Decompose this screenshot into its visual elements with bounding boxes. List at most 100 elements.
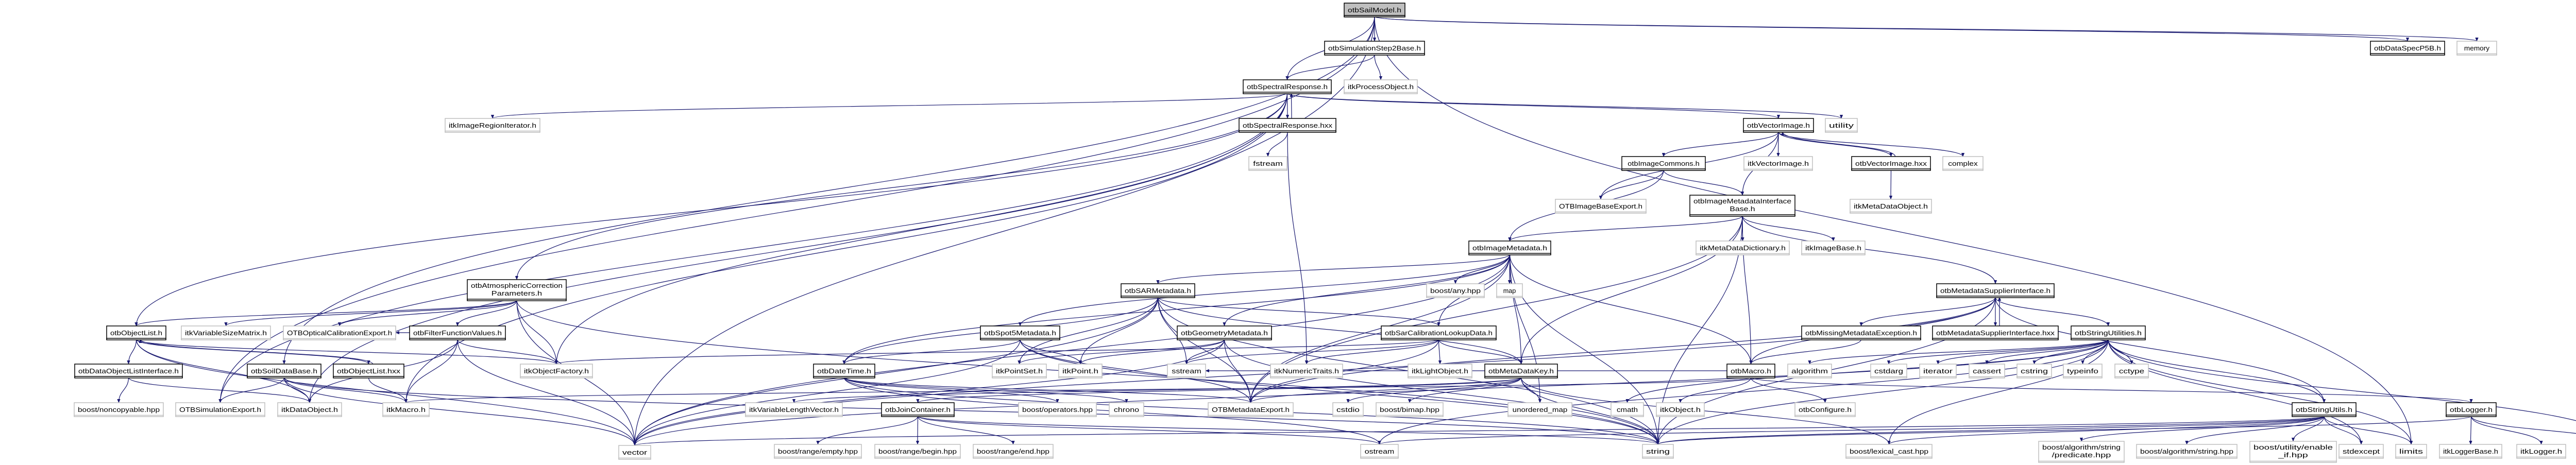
graph-node-iterator[interactable]: iterator bbox=[1919, 364, 1957, 378]
graph-node-mdexport[interactable]: OTBMetadataExport.h bbox=[1208, 402, 1294, 417]
graph-node-sarcal[interactable]: otbSarCalibrationLookupData.h bbox=[1381, 325, 1497, 340]
graph-node-vecimg[interactable]: otbVectorImage.h bbox=[1743, 118, 1814, 133]
graph-node-rempty[interactable]: boost/range/empty.hpp bbox=[774, 444, 862, 459]
graph-node-itklogger[interactable]: itkLogger.h bbox=[2516, 444, 2566, 459]
graph-node-objlisthxx[interactable]: otbObjectList.hxx bbox=[333, 364, 404, 378]
graph-node-numtraits[interactable]: itkNumericTraits.h bbox=[1270, 364, 1343, 378]
graph-node-lightobj[interactable]: itkLightObject.h bbox=[1408, 364, 1472, 378]
graph-node-utility[interactable]: utility bbox=[1825, 118, 1858, 133]
graph-node-cstdio[interactable]: cstdio bbox=[1332, 402, 1364, 417]
graph-node-spechxx[interactable]: otbSpectralResponse.hxx bbox=[1239, 118, 1336, 133]
node-shadow bbox=[1018, 415, 1097, 417]
graph-node-loggerbase[interactable]: itkLoggerBase.h bbox=[2439, 444, 2502, 459]
edge-join-to-rempty bbox=[816, 416, 919, 445]
graph-node-ffv[interactable]: otbFilterFunctionValues.h bbox=[409, 325, 506, 340]
graph-node-limits[interactable]: limits bbox=[2395, 444, 2427, 459]
graph-node-objlist[interactable]: otbObjectList.h bbox=[106, 325, 166, 340]
graph-node-stdexcept[interactable]: stdexcept bbox=[2338, 444, 2384, 459]
graph-node-enableif[interactable]: boost/utility/enable_if.hpp bbox=[2249, 441, 2337, 463]
node-shadow bbox=[1324, 53, 1425, 56]
graph-node-lexcast[interactable]: boost/lexical_cast.hpp bbox=[1845, 444, 1933, 459]
edge-commons-to-imib bbox=[1663, 169, 1744, 196]
graph-node-map[interactable]: map bbox=[1496, 283, 1523, 298]
graph-node-rbegin[interactable]: boost/range/begin.hpp bbox=[874, 444, 961, 459]
graph-node-imgmeta[interactable]: otbImageMetadata.h bbox=[1468, 240, 1551, 255]
graph-node-itkmacro[interactable]: itkMacro.h bbox=[382, 402, 430, 417]
graph-node-umap[interactable]: unordered_map bbox=[1507, 402, 1572, 417]
graph-node-algstring[interactable]: boost/algorithm/string.hpp bbox=[2136, 444, 2238, 459]
graph-node-regionit[interactable]: itkImageRegionIterator.h bbox=[445, 118, 540, 133]
graph-node-sail[interactable]: otbSailModel.h bbox=[1344, 3, 1405, 18]
graph-node-chrono[interactable]: chrono bbox=[1109, 402, 1144, 417]
graph-node-dataobj[interactable]: itkDataObject.h bbox=[277, 402, 342, 417]
graph-node-baseexport[interactable]: OTBImageBaseExport.h bbox=[1555, 199, 1647, 214]
graph-node-itkvec[interactable]: itkVectorImage.h bbox=[1743, 156, 1813, 171]
graph-node-algorithm[interactable]: algorithm bbox=[1787, 364, 1832, 378]
node-label: Parameters.h bbox=[492, 289, 542, 297]
graph-node-soil[interactable]: otbSoilDataBase.h bbox=[247, 364, 321, 378]
node-label: boost/range/begin.hpp bbox=[878, 447, 957, 455]
graph-node-pointset[interactable]: itkPointSet.h bbox=[992, 364, 1047, 378]
graph-node-ostream[interactable]: ostream bbox=[1360, 444, 1399, 459]
graph-node-geom[interactable]: otbGeometryMetadata.h bbox=[1177, 325, 1272, 340]
graph-node-anyhpp[interactable]: boost/any.hpp bbox=[1426, 283, 1485, 298]
graph-node-predicate[interactable]: boost/algorithm/string/predicate.hpp bbox=[2038, 441, 2125, 463]
graph-node-metadataobj[interactable]: itkMetaDataObject.h bbox=[1850, 199, 1932, 214]
node-label: OTBImageBaseExport.h bbox=[1559, 202, 1642, 210]
graph-node-opticalexport[interactable]: OTBOpticalCalibrationExport.h bbox=[283, 325, 396, 340]
graph-node-procobj[interactable]: itkProcessObject.h bbox=[1344, 79, 1418, 94]
graph-node-point[interactable]: itkPoint.h bbox=[1058, 364, 1103, 378]
graph-node-objfactory[interactable]: itkObjectFactory.h bbox=[520, 364, 593, 378]
graph-node-sar[interactable]: otbSARMetadata.h bbox=[1121, 283, 1195, 298]
graph-node-configure[interactable]: otbConfigure.h bbox=[1794, 402, 1856, 417]
graph-node-dolinterface[interactable]: otbDataObjectListInterface.h bbox=[74, 364, 183, 378]
graph-node-strutils[interactable]: otbStringUtils.h bbox=[2292, 402, 2357, 417]
graph-node-varsizematrix[interactable]: itkVariableSizeMatrix.h bbox=[181, 325, 271, 340]
graph-node-strutil[interactable]: otbStringUtilities.h bbox=[2071, 325, 2146, 340]
graph-node-imagebase[interactable]: itkImageBase.h bbox=[1801, 240, 1866, 255]
graph-node-typeinfo[interactable]: typeinfo bbox=[2063, 364, 2103, 378]
graph-node-join[interactable]: otbJoinContainer.h bbox=[881, 402, 955, 417]
graph-node-varlenvec[interactable]: itkVariableLengthVector.h bbox=[745, 402, 843, 417]
graph-node-vector[interactable]: vector bbox=[618, 445, 651, 460]
graph-node-noncopyable[interactable]: boost/noncopyable.hpp bbox=[74, 402, 164, 417]
graph-node-datetime[interactable]: otbDateTime.h bbox=[813, 364, 875, 378]
graph-node-cmath[interactable]: cmath bbox=[1611, 402, 1644, 417]
graph-node-step2[interactable]: otbSimulationStep2Base.h bbox=[1324, 41, 1425, 56]
graph-node-cstdarg[interactable]: cstdarg bbox=[1870, 364, 1907, 378]
node-label: otbGeometryMetadata.h bbox=[1181, 329, 1268, 337]
graph-node-mdkey[interactable]: otbMetaDataKey.h bbox=[1484, 364, 1558, 378]
graph-node-commons[interactable]: otbImageCommons.h bbox=[1621, 156, 1706, 171]
graph-node-sstream[interactable]: sstream bbox=[1167, 364, 1206, 378]
graph-node-cstring[interactable]: cstring bbox=[2016, 364, 2052, 378]
node-label: otbStringUtilities.h bbox=[2075, 329, 2142, 337]
graph-node-string[interactable]: string bbox=[1642, 444, 1674, 459]
graph-node-p5b[interactable]: otbDataSpecP5B.h bbox=[2370, 41, 2445, 56]
graph-node-itkobject[interactable]: itkObject.h bbox=[1656, 402, 1705, 417]
graph-node-fstream[interactable]: fstream bbox=[1248, 156, 1287, 171]
graph-node-complex[interactable]: complex bbox=[1942, 156, 1984, 171]
graph-node-bimap[interactable]: boost/bimap.hpp bbox=[1376, 402, 1444, 417]
node-shadow bbox=[1851, 168, 1931, 171]
edge-mdkey-to-umap bbox=[1520, 377, 1542, 403]
graph-node-rend[interactable]: boost/range/end.hpp bbox=[973, 444, 1054, 459]
graph-node-mdd[interactable]: itkMetaDataDictionary.h bbox=[1696, 240, 1790, 255]
graph-node-otbmacro[interactable]: otbMacro.h bbox=[1726, 364, 1775, 378]
graph-node-missing[interactable]: otbMissingMetadataException.h bbox=[1801, 325, 1921, 340]
graph-node-vechxx[interactable]: otbVectorImage.hxx bbox=[1851, 156, 1931, 171]
graph-node-cassert[interactable]: cassert bbox=[1969, 364, 2005, 378]
graph-node-simexport[interactable]: OTBSimulationExport.h bbox=[175, 402, 265, 417]
graph-node-operators[interactable]: boost/operators.hpp bbox=[1018, 402, 1097, 417]
graph-node-cctype[interactable]: cctype bbox=[2114, 364, 2149, 378]
graph-node-msi[interactable]: otbMetadataSupplierInterface.h bbox=[1936, 283, 2055, 298]
node-shadow bbox=[1919, 376, 1957, 378]
node-shadow bbox=[745, 415, 843, 417]
graph-node-logger[interactable]: otbLogger.h bbox=[2446, 402, 2497, 417]
node-shadow bbox=[1696, 253, 1790, 255]
graph-node-spec[interactable]: otbSpectralResponse.h bbox=[1243, 79, 1332, 94]
graph-node-spot5[interactable]: otbSpot5Metadata.h bbox=[980, 325, 1060, 340]
graph-node-memory[interactable]: memory bbox=[2456, 41, 2497, 56]
graph-node-msihxx[interactable]: otbMetadataSupplierInterface.hxx bbox=[1932, 325, 2059, 340]
